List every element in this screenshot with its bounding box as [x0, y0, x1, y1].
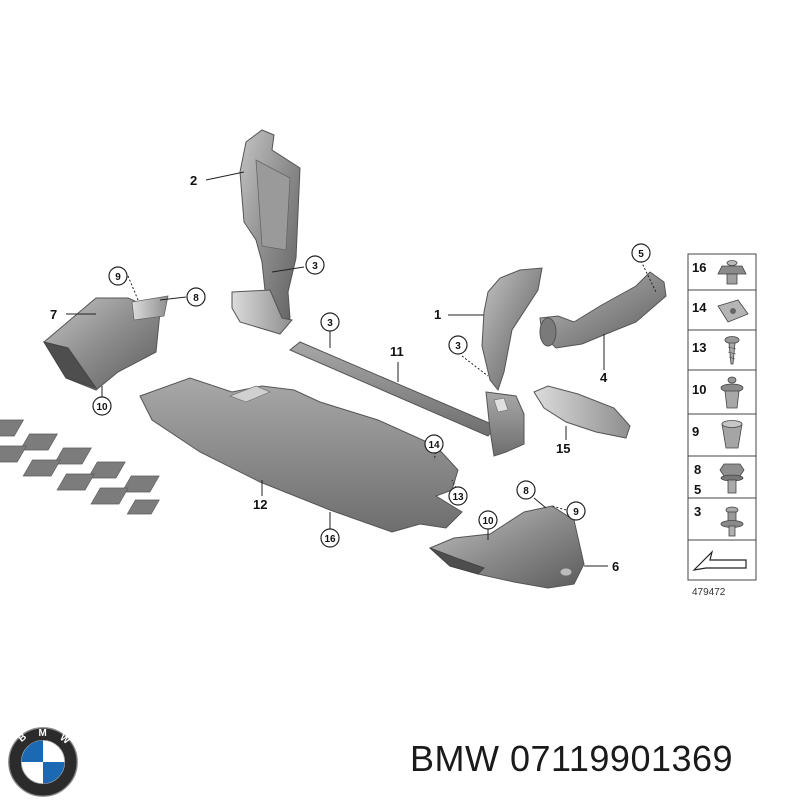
- part-2-air-guide: [231, 129, 301, 335]
- expansion-nut-icon: [721, 420, 743, 449]
- circled-callouts: [92, 243, 651, 548]
- callout-7: 7: [50, 307, 57, 322]
- callout-4: 4: [600, 370, 608, 385]
- part-7-air-duct: [42, 295, 169, 391]
- legend-num-10: 10: [692, 382, 706, 397]
- part-12-underbody-panel: [0, 377, 463, 533]
- fastener-legend: 16 14 13 10 9 8 5 3: [687, 253, 757, 581]
- push-rivet-icon: [717, 260, 747, 285]
- part-4-air-duct: [539, 271, 667, 349]
- diagram-reference-number: 479472: [692, 587, 726, 598]
- callout-10-b: 10: [482, 516, 494, 527]
- legend-num-14: 14: [692, 300, 707, 315]
- callout-6: 6: [612, 559, 619, 574]
- callout-14: 14: [428, 440, 440, 451]
- part-1-air-guide: [481, 267, 543, 457]
- legend-num-13: 13: [692, 340, 706, 355]
- callout-16: 16: [324, 534, 336, 545]
- callout-8-a: 8: [193, 293, 199, 304]
- legend-num-5: 5: [694, 482, 701, 497]
- callout-5: 5: [638, 249, 644, 260]
- expanding-rivet-icon: [720, 376, 744, 409]
- callout-2: 2: [190, 173, 197, 188]
- callout-8-b: 8: [523, 486, 529, 497]
- callout-1: 1: [434, 307, 441, 322]
- legend-num-8: 8: [694, 462, 701, 477]
- callout-12: 12: [253, 497, 267, 512]
- callout-9-b: 9: [573, 507, 579, 518]
- callout-15: 15: [556, 441, 570, 456]
- direction-arrow-icon: [692, 550, 747, 571]
- part-number-caption: BMW 07119901369: [410, 738, 734, 779]
- callout-3-c: 3: [455, 341, 461, 352]
- callout-3-b: 3: [327, 318, 333, 329]
- callout-3-a: 3: [312, 261, 318, 272]
- spring-nut-icon: [717, 299, 749, 323]
- screw-icon: [724, 336, 740, 365]
- part-15-bracket: [533, 385, 631, 439]
- svg-text:M: M: [39, 728, 47, 739]
- hex-bolt-icon: [719, 463, 745, 494]
- callout-11: 11: [390, 344, 404, 359]
- callout-10-a: 10: [96, 402, 108, 413]
- bmw-logo: B M W: [8, 727, 78, 797]
- leader-lines: [66, 171, 657, 567]
- legend-num-9: 9: [692, 424, 699, 439]
- legend-num-3: 3: [694, 504, 701, 519]
- legend-num-16: 16: [692, 260, 706, 275]
- rivet-icon: [720, 506, 744, 537]
- part-6-air-duct: [429, 505, 585, 589]
- callout-13: 13: [452, 492, 464, 503]
- callout-9-a: 9: [115, 272, 121, 283]
